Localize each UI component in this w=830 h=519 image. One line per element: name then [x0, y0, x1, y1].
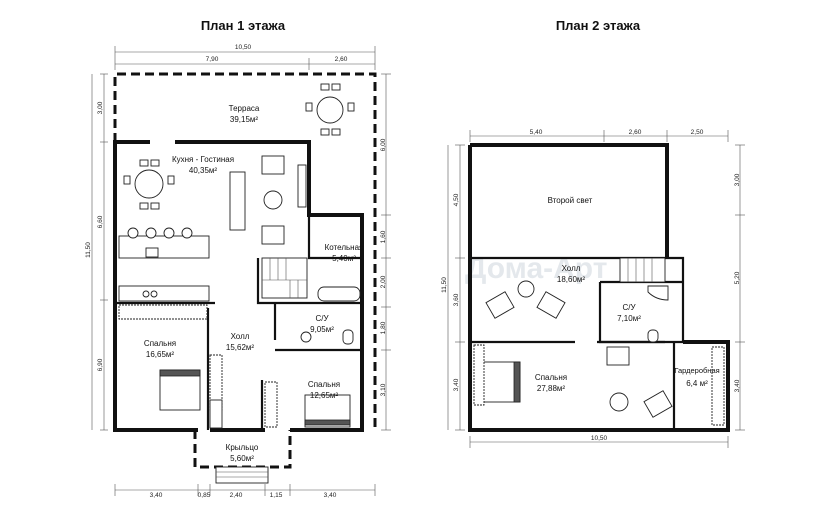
room-area: 16,65м² [146, 350, 175, 359]
dim-label: 1,80 [380, 321, 387, 334]
floor2-right-dimensions: 3,00 5,20 3,40 [734, 144, 745, 431]
living-room-furniture [229, 155, 307, 245]
dim-label: 1,15 [270, 492, 283, 499]
room-area: 5,60м² [230, 454, 254, 463]
floor2-stairs [619, 257, 666, 283]
kitchen-counter [118, 227, 210, 302]
room-name: Спальня [535, 373, 567, 382]
room-area: 39,15м² [230, 115, 259, 124]
dim-label: 0,85 [198, 492, 211, 499]
room-name: Холл [231, 332, 250, 341]
room-name: Спальня [144, 339, 176, 348]
floor1-title: План 1 этажа [201, 18, 286, 33]
room-area: 5,40м² [332, 254, 356, 263]
room-area: 27,88м² [537, 384, 566, 393]
dim-label: 2,40 [230, 492, 243, 499]
room-area: 40,35м² [189, 166, 218, 175]
room-name: Крыльцо [226, 443, 259, 452]
room-name: Котельная [325, 243, 364, 252]
floor1-walls [113, 140, 364, 432]
floor1-left-dimensions: 3,00 6,60 11,50 6,90 [85, 73, 108, 431]
dim-label: 3,40 [453, 378, 460, 391]
room-area: 15,62м² [226, 343, 255, 352]
floor2-plan: 5,40 2,60 2,50 4,50 11,50 3,60 3,40 3,00… [441, 129, 745, 448]
dim-label: 3,10 [380, 383, 387, 396]
dim-label: 2,60 [629, 129, 642, 136]
room-name: Кухня - Гостиная [172, 155, 234, 164]
dim-label: 10,50 [235, 44, 252, 51]
dim-label: 1,60 [380, 230, 387, 243]
room-area: 12,65м² [310, 391, 339, 400]
floor1-top-dimensions: 10,50 7,90 2,60 [114, 44, 376, 70]
room-name: Терраса [229, 104, 260, 113]
room-area: 18,60м² [557, 275, 586, 284]
dim-label: 10,50 [591, 435, 608, 442]
kitchen-dining-table [123, 159, 175, 210]
dim-label: 5,40 [530, 129, 543, 136]
room-name: Гардеробная [674, 366, 719, 375]
room-name: С/У [315, 314, 329, 323]
room-area: 6,4 м² [686, 379, 708, 388]
dim-label: 6,00 [380, 138, 387, 151]
dim-label: 6,90 [97, 358, 104, 371]
floor2-title: План 2 этажа [556, 18, 641, 33]
floor2-left-dimensions: 4,50 11,50 3,60 3,40 [441, 144, 465, 431]
floor1-plan: 10,50 7,90 2,60 3,00 6,60 11,50 6,90 [85, 44, 391, 499]
floor2-bottom-dimensions: 10,50 [469, 435, 729, 448]
bedroom-left-furniture [118, 304, 223, 429]
porch-steps [215, 466, 269, 484]
dim-label: 4,50 [453, 193, 460, 206]
room-name: Холл [562, 264, 581, 273]
dim-label: 3,60 [453, 293, 460, 306]
room-area: 9,05м² [310, 325, 334, 334]
dim-label: 3,40 [324, 492, 337, 499]
dim-label: 3,40 [734, 379, 741, 392]
room-name: Второй свет [548, 196, 593, 205]
dim-label: 7,90 [206, 56, 219, 63]
room-name: Спальня [308, 380, 340, 389]
floor1-bottom-dimensions: 3,40 0,85 2,40 1,15 3,40 [114, 484, 376, 499]
dim-label: 6,60 [97, 215, 104, 228]
dim-label: 2,60 [335, 56, 348, 63]
floor2-top-dimensions: 5,40 2,60 2,50 [469, 129, 729, 142]
floor2-bathroom-fixtures [647, 285, 669, 343]
dim-label: 11,50 [441, 277, 448, 293]
floor1-right-dimensions: 6,00 1,60 2,00 1,80 3,10 [380, 73, 391, 431]
terrace-dining-table [305, 83, 355, 136]
room-name: С/У [622, 303, 636, 312]
dim-label: 3,00 [97, 101, 104, 114]
dim-label: 3,00 [734, 173, 741, 186]
dim-label: 2,00 [380, 275, 387, 288]
terrace-outline [113, 72, 377, 430]
dim-label: 2,50 [691, 129, 704, 136]
floor2-bedroom-furniture [473, 344, 725, 426]
dim-label: 5,20 [734, 271, 741, 284]
dim-label: 3,40 [150, 492, 163, 499]
room-area: 7,10м² [617, 314, 641, 323]
bedroom-right-furniture [264, 381, 351, 428]
floor2-hall-furniture [485, 280, 566, 319]
dim-label: 11,50 [85, 242, 92, 258]
floor1-bathroom-fixtures [300, 286, 361, 345]
floor1-stairs [261, 257, 308, 299]
